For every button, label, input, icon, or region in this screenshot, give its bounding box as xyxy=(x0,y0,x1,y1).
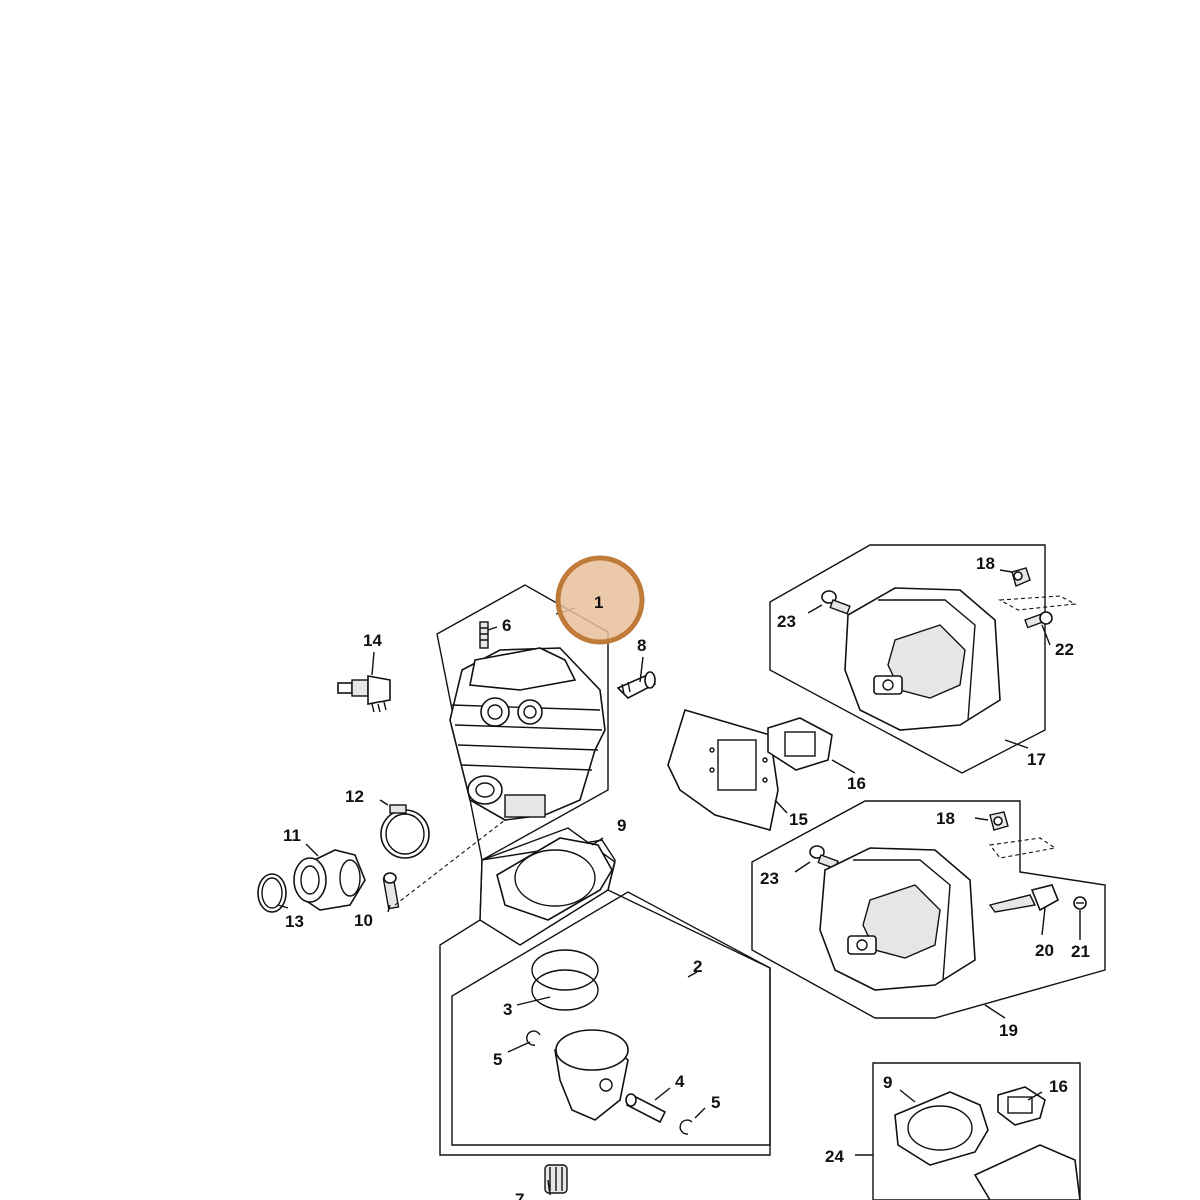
highlight-marker[interactable] xyxy=(555,555,645,645)
muffler-screw-part[interactable] xyxy=(821,590,851,615)
muffler-part-17[interactable] xyxy=(844,587,1001,731)
callout-23[interactable]: 23 xyxy=(760,869,779,888)
callout-8[interactable]: 8 xyxy=(637,636,646,655)
callout-19[interactable]: 19 xyxy=(999,1021,1018,1040)
hose-clamp-part[interactable] xyxy=(380,804,430,859)
callout-18[interactable]: 18 xyxy=(976,554,995,573)
callout-9[interactable]: 9 xyxy=(883,1073,892,1092)
callout-2[interactable]: 2 xyxy=(693,957,702,976)
fitting-part[interactable] xyxy=(989,811,1009,831)
callout-16[interactable]: 16 xyxy=(1049,1077,1068,1096)
callout-9[interactable]: 9 xyxy=(617,816,626,835)
spark-arrestor-part[interactable] xyxy=(988,884,1060,913)
callout-22[interactable]: 22 xyxy=(1055,640,1074,659)
callout-5[interactable]: 5 xyxy=(493,1050,502,1069)
callout-3[interactable]: 3 xyxy=(503,1000,512,1019)
fitting-part[interactable] xyxy=(1011,567,1031,587)
group-outline-17 xyxy=(769,544,1046,774)
clamp-ring-part[interactable] xyxy=(257,873,287,913)
callout-20[interactable]: 20 xyxy=(1035,941,1054,960)
screw-part-21[interactable] xyxy=(1073,896,1087,910)
callout-16[interactable]: 16 xyxy=(847,774,866,793)
muffler-gasket-part[interactable] xyxy=(767,717,833,771)
needle-cage-part[interactable] xyxy=(544,1164,568,1194)
callout-18[interactable]: 18 xyxy=(936,809,955,828)
callout-12[interactable]: 12 xyxy=(345,787,364,806)
screw-part-10[interactable] xyxy=(382,872,400,910)
muffler-part-19[interactable] xyxy=(819,847,976,991)
circlip-part[interactable] xyxy=(526,1030,541,1046)
cylinder-gasket-part[interactable] xyxy=(496,837,613,921)
piston-rings-part[interactable] xyxy=(531,949,599,1011)
callout-15[interactable]: 15 xyxy=(789,810,808,829)
callout-5[interactable]: 5 xyxy=(711,1093,720,1112)
callout-1[interactable]: 1 xyxy=(594,593,603,612)
callout-10[interactable]: 10 xyxy=(354,911,373,930)
group-outline-19 xyxy=(751,800,1106,1019)
heat-shield-part[interactable] xyxy=(667,709,779,831)
callout-4[interactable]: 4 xyxy=(675,1072,685,1091)
piston-part[interactable] xyxy=(554,1029,629,1121)
callout-13[interactable]: 13 xyxy=(285,912,304,931)
callout-6[interactable]: 6 xyxy=(502,616,511,635)
circlip-part[interactable] xyxy=(679,1119,693,1135)
piston-pin-part[interactable] xyxy=(625,1093,667,1124)
intake-manifold-part[interactable] xyxy=(293,849,366,911)
callout-11[interactable]: 11 xyxy=(283,826,301,845)
spark-plug-part[interactable] xyxy=(337,675,391,713)
cylinder-part[interactable] xyxy=(449,647,606,821)
callout-21[interactable]: 21 xyxy=(1071,942,1090,961)
callout-14[interactable]: 14 xyxy=(363,631,382,650)
callout-7[interactable]: 7 xyxy=(515,1190,524,1200)
group-outline-2 xyxy=(451,891,771,1146)
gasket-set-part[interactable] xyxy=(894,1086,1081,1200)
decompression-valve-part[interactable] xyxy=(616,671,657,699)
callout-23[interactable]: 23 xyxy=(777,612,796,631)
stud-part[interactable] xyxy=(479,621,489,649)
callout-24[interactable]: 24 xyxy=(825,1147,844,1166)
callout-17[interactable]: 17 xyxy=(1027,750,1046,769)
group-outline-9 xyxy=(479,827,616,946)
screw-part-22[interactable] xyxy=(1024,611,1053,629)
